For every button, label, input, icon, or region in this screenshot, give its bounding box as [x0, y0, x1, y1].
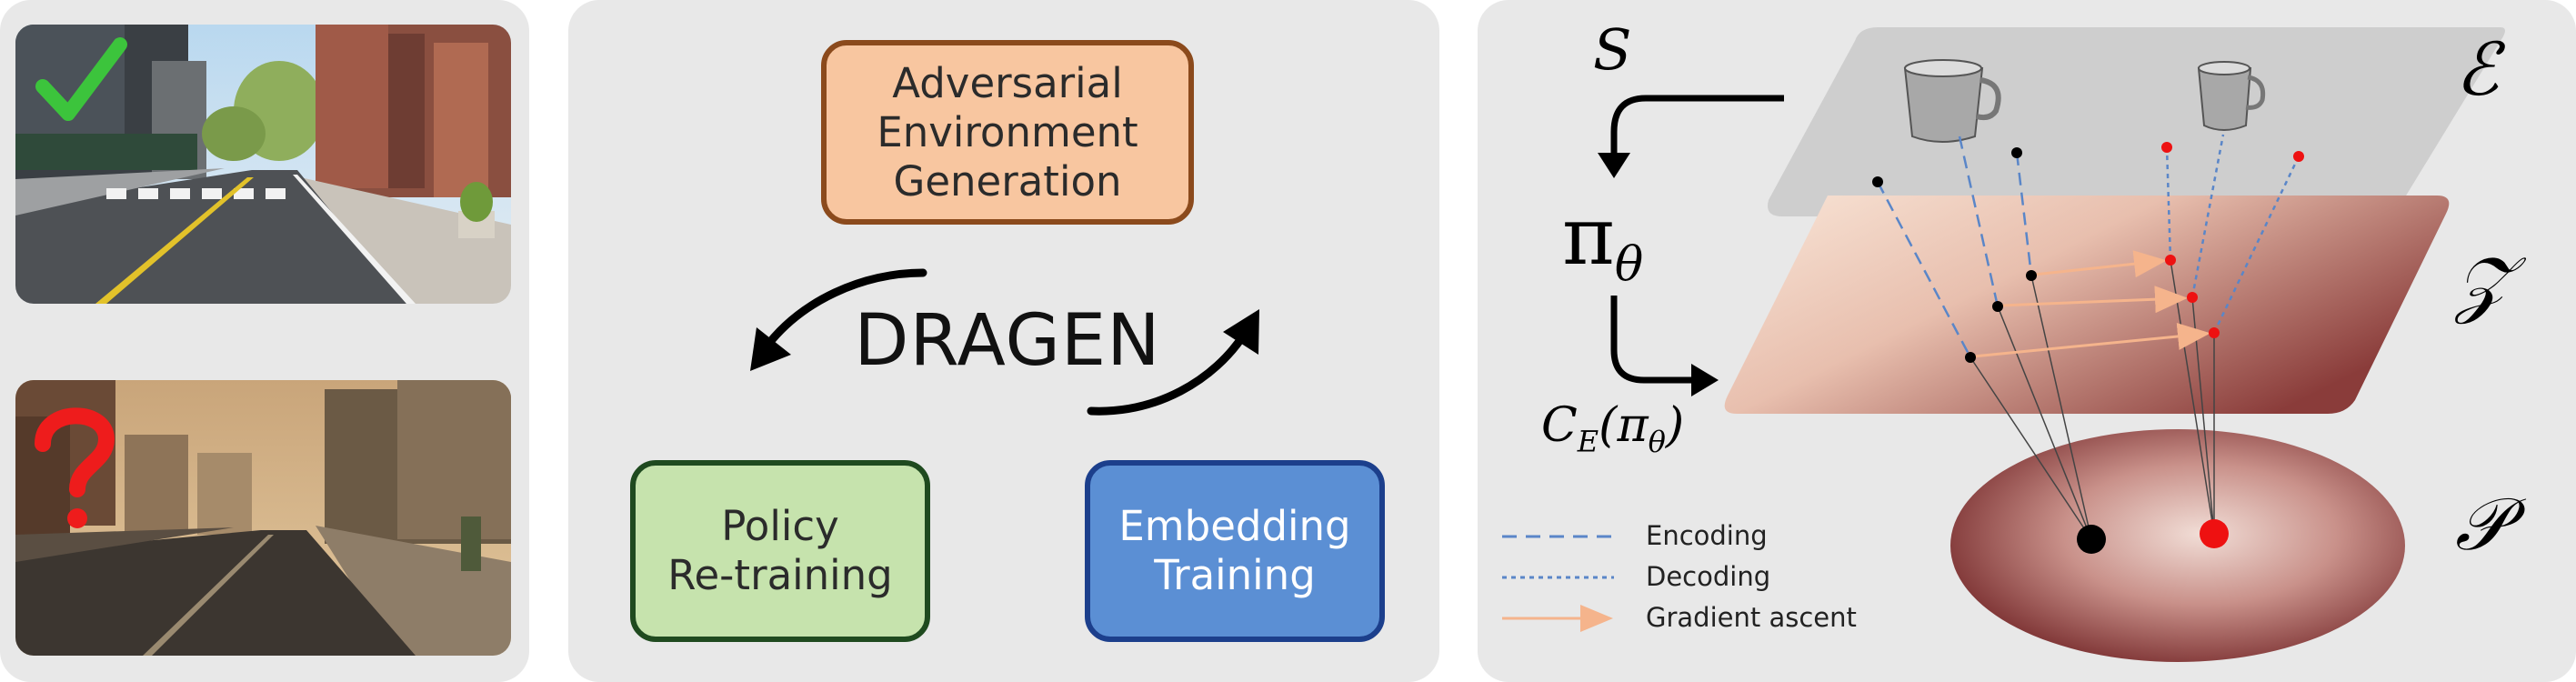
adversarial-mug-icon	[2197, 61, 2266, 131]
s-to-policy-arrow-icon	[1598, 95, 1784, 178]
latent-plane	[1724, 196, 2450, 414]
latent-space-label: 𝒵	[2455, 241, 2511, 326]
embedding-training-box: Embedding Training	[1085, 460, 1385, 642]
legend-decoding-label: Decoding	[1646, 561, 1771, 592]
environment-space-label: ℰ	[2455, 27, 2500, 112]
cost-close-paren: )	[1665, 398, 1685, 453]
prior-ellipse	[1950, 429, 2405, 662]
policy-subscript: θ	[1614, 237, 1644, 293]
original-mug-icon	[1903, 59, 2001, 143]
check-mark-icon	[35, 37, 127, 121]
adversarial-scene-image	[15, 380, 511, 656]
environment-plane	[1768, 27, 2505, 216]
embedding-box-label: Embedding Training	[1118, 502, 1351, 599]
policy-to-cost-arrow-icon	[1610, 296, 1719, 396]
cost-argument-subscript: θ	[1648, 424, 1666, 459]
policy-symbol: π	[1562, 189, 1615, 283]
safe-scene-image	[15, 25, 511, 304]
adversarial-environment-generation-box: Adversarial Environment Generation	[821, 40, 1194, 225]
state-label: S	[1593, 16, 1632, 83]
policy-label: πθ	[1562, 189, 1643, 293]
policy-box-label: Policy Re-training	[667, 502, 893, 599]
cost-label: CE(πθ)	[1541, 398, 1684, 458]
cost-subscript: E	[1577, 424, 1599, 459]
legend-encoding-label: Encoding	[1646, 520, 1768, 551]
legend-gradient-label: Gradient ascent	[1646, 602, 1857, 633]
cost-symbol: C	[1541, 398, 1578, 453]
question-mark-icon	[35, 407, 115, 528]
prior-space-label: 𝒫	[2455, 482, 2508, 567]
policy-retraining-box: Policy Re-training	[630, 460, 930, 642]
adversarial-box-label: Adversarial Environment Generation	[877, 58, 1138, 206]
original-prior-point	[2077, 525, 2106, 554]
adversarial-prior-point	[2200, 519, 2229, 548]
cost-argument: (π	[1599, 398, 1649, 453]
